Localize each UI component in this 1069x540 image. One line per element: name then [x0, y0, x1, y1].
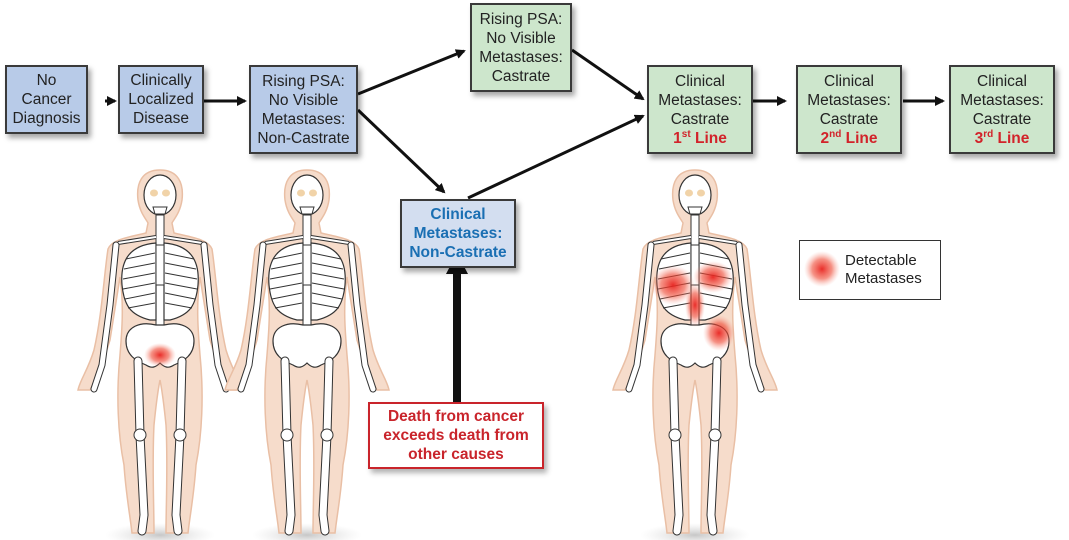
box-line: Metastases: — [658, 91, 742, 109]
box-line: Rising PSA: — [262, 72, 345, 90]
box-line: No — [36, 72, 57, 89]
legend: Detectable Metastases — [799, 240, 941, 300]
arrow-noncastrate-to-first-line — [467, 114, 645, 200]
box-line: Clinically — [130, 72, 192, 89]
line-label: 3rd Line — [974, 128, 1030, 147]
box-rising-psa-noncastrate: Rising PSA: No Visible Metastases: Non-C… — [249, 65, 358, 154]
box-line: Localized — [128, 91, 194, 108]
box-line: Disease — [133, 110, 189, 127]
box-line: Castrate — [972, 110, 1032, 128]
box-line: Castrate — [819, 110, 879, 128]
box-line: Metastases: — [261, 110, 346, 128]
metastasis-spot — [651, 265, 695, 305]
box-line: No Visible — [486, 29, 556, 47]
box-line: Clinical — [824, 72, 874, 90]
metastasis-spot — [144, 343, 176, 367]
box-castrate-second-line: Clinical Metastases: Castrate 2nd Line — [796, 65, 902, 154]
line-label: 2nd Line — [820, 128, 878, 147]
death-from-cancer-note: Death from cancer exceeds death from oth… — [368, 402, 544, 469]
box-line: Non-Castrate — [257, 129, 350, 147]
box-line: Cancer — [21, 91, 72, 108]
box-line: Rising PSA: — [479, 10, 563, 28]
box-castrate-third-line: Clinical Metastases: Castrate 3rd Line — [949, 65, 1055, 154]
box-line: Metastases: — [960, 91, 1044, 109]
box-line: Non-Castrate — [409, 244, 507, 261]
box-line: Clinical — [675, 72, 725, 90]
arrow-to-rising-psa-castrate — [357, 49, 466, 96]
legend-label: Detectable Metastases — [845, 252, 922, 288]
box-castrate-first-line: Clinical Metastases: Castrate 1st Line — [647, 65, 753, 154]
note-line: Death from cancer — [387, 408, 525, 425]
arrow-castrate-psa-to-first-line — [571, 48, 645, 101]
line-label: 1st Line — [673, 128, 727, 147]
box-line: Clinical — [430, 206, 486, 223]
metastasis-legend-icon — [804, 251, 840, 287]
arrow-to-clinical-noncastrate — [356, 108, 446, 194]
box-clinical-metastases-noncastrate: Clinical Metastases: Non-Castrate — [400, 199, 516, 268]
box-line: Metastases: — [479, 48, 563, 66]
note-line: other causes — [408, 446, 504, 463]
box-line: Clinical — [977, 72, 1027, 90]
box-line: Metastases: — [807, 91, 891, 109]
box-rising-psa-castrate: Rising PSA: No Visible Metastases: Castr… — [470, 3, 572, 92]
box-line: Diagnosis — [12, 110, 81, 127]
legend-line: Detectable — [845, 252, 917, 269]
skeleton-figure-1 — [78, 170, 242, 540]
box-line: Castrate — [491, 67, 551, 85]
box-line: Castrate — [670, 110, 730, 128]
box-line: Metastases: — [413, 225, 503, 242]
note-line: exceeds death from — [383, 427, 529, 444]
legend-line: Metastases — [845, 270, 922, 287]
skeleton-figure-2 — [225, 170, 389, 540]
skeleton-figure-3 — [613, 170, 777, 540]
metastasis-spot — [685, 283, 705, 327]
box-no-cancer-diagnosis: No Cancer Diagnosis — [5, 65, 88, 134]
metastasis-spot — [693, 261, 733, 293]
box-line: No Visible — [268, 91, 339, 109]
metastasis-spot — [703, 315, 735, 351]
box-clinically-localized: Clinically Localized Disease — [118, 65, 204, 134]
